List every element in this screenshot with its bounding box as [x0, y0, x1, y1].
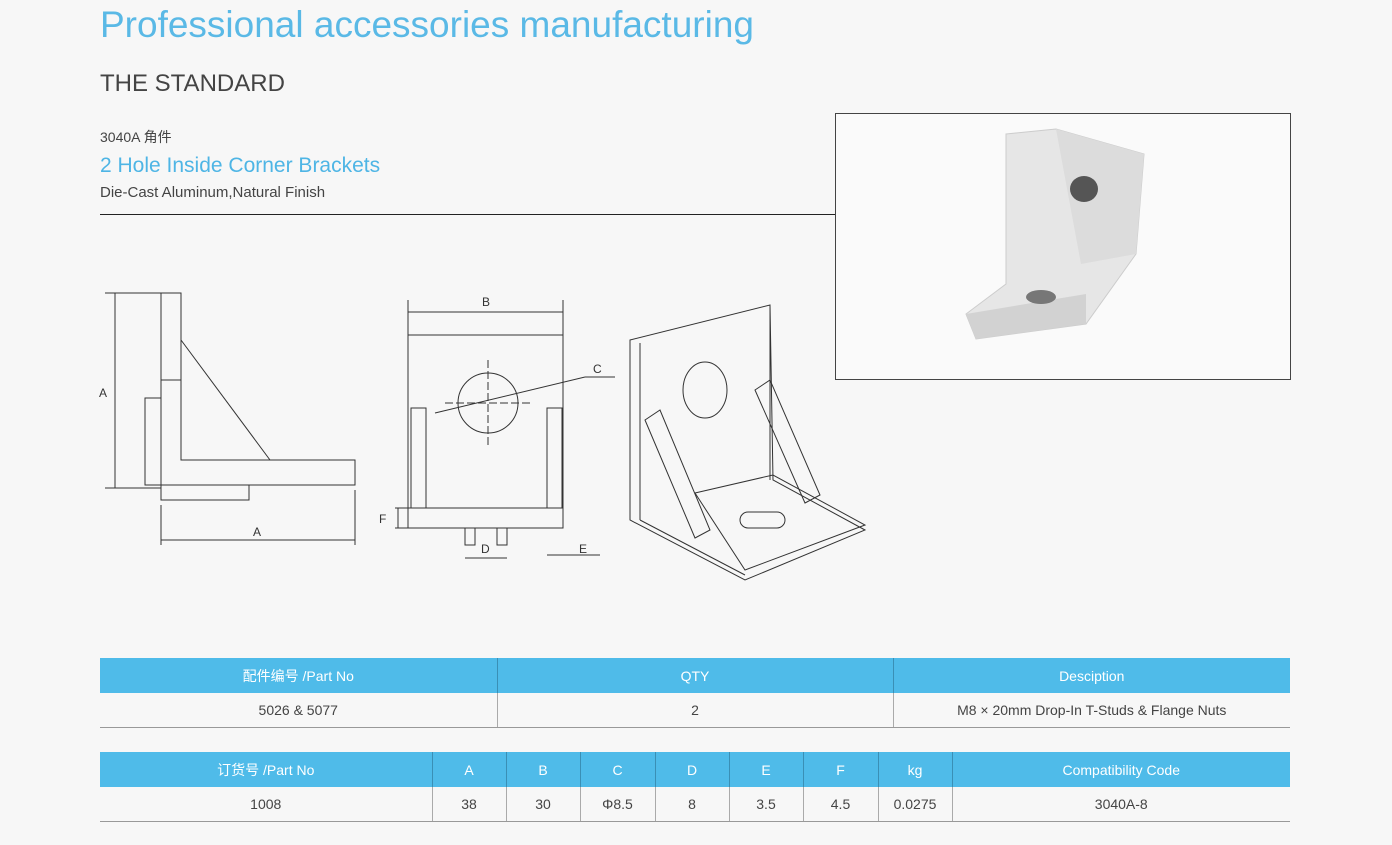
divider: [100, 214, 836, 215]
header-e: E: [728, 752, 803, 787]
cell-compat: 3040A-8: [951, 787, 1290, 822]
dimension-c-label: C: [593, 362, 602, 376]
product-finish: Die-Cast Aluminum,Natural Finish: [100, 184, 326, 201]
dimension-e-label: E: [579, 542, 587, 556]
cell-order-no: 1008: [100, 787, 432, 822]
table-row: 1008 38 30 Φ8.5 8 3.5 4.5 0.0275 3040A-8: [100, 787, 1290, 822]
header-kg: kg: [877, 752, 952, 787]
cell-part-no: 5026 & 5077: [100, 693, 497, 728]
section-title: THE STANDARD: [100, 70, 285, 97]
technical-drawing: A A B C D E F: [99, 292, 867, 581]
dimension-a-label: A: [253, 525, 261, 539]
cell-kg: 0.0275: [877, 787, 952, 822]
cell-b: 30: [505, 787, 580, 822]
cell-a: 38: [431, 787, 506, 822]
cell-d: 8: [654, 787, 729, 822]
dimension-b-label: B: [482, 295, 490, 309]
header-description: Desciption: [892, 658, 1290, 693]
cell-description: M8 × 20mm Drop-In T-Studs & Flange Nuts: [892, 693, 1290, 728]
cell-e: 3.5: [728, 787, 803, 822]
header-a: A: [431, 752, 506, 787]
header-c: C: [579, 752, 655, 787]
product-name: 2 Hole Inside Corner Brackets: [100, 154, 381, 177]
table-row: 5026 & 5077 2 M8 × 20mm Drop-In T-Studs …: [100, 693, 1290, 728]
product-code: 3040A 角件: [100, 129, 172, 145]
dimension-f-label: F: [379, 512, 386, 526]
cell-f: 4.5: [802, 787, 878, 822]
header-f: F: [802, 752, 878, 787]
header-qty: QTY: [496, 658, 893, 693]
header-d: D: [654, 752, 729, 787]
order-table: 订货号 /Part No A B C D E F kg Compatibilit…: [100, 752, 1290, 822]
parts-table: 配件编号 /Part No QTY Desciption 5026 & 5077…: [100, 658, 1290, 728]
product-photo: [835, 113, 1291, 380]
cell-qty: 2: [496, 693, 893, 728]
header-part-no: 配件编号 /Part No: [100, 658, 497, 693]
cell-c: Φ8.5: [579, 787, 655, 822]
bracket-photo-image: [965, 128, 1145, 340]
dimension-a-label: A: [99, 386, 107, 400]
dimension-d-label: D: [481, 542, 490, 556]
page-title: Professional accessories manufacturing: [100, 4, 754, 45]
header-b: B: [505, 752, 580, 787]
header-order-no: 订货号 /Part No: [100, 752, 432, 787]
header-compat: Compatibility Code: [951, 752, 1290, 787]
